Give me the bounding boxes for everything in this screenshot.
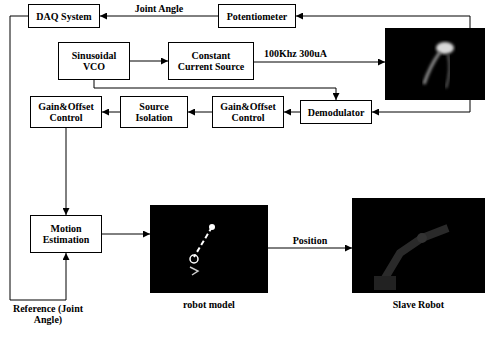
box-text: robot model — [183, 299, 235, 310]
connector-arrow — [102, 112, 120, 113]
box-text: Slave Robot — [393, 299, 444, 310]
sensor-photo — [385, 28, 485, 100]
connector-arrow — [284, 112, 300, 113]
edge-label-holder: Joint Angle — [133, 3, 186, 14]
edge-label-holder: Reference (Joint Angle) — [6, 303, 90, 325]
box-text: Sinusoidal VCO — [63, 50, 125, 72]
process-box: Constant Current Source — [168, 42, 254, 80]
connector-arrow — [102, 234, 150, 235]
box-text: Potentiometer — [227, 11, 288, 22]
box-text: Gain&Offset Control — [35, 101, 97, 123]
connector-arrow — [66, 128, 67, 215]
process-box: Motion Estimation — [30, 215, 102, 253]
box-text: Constant Current Source — [173, 50, 249, 72]
connector-arrow — [100, 16, 218, 17]
edge-label-holder: Position — [291, 235, 329, 246]
process-box: Sinusoidal VCO — [58, 42, 130, 80]
picture-node: Slave Robot — [352, 198, 485, 320]
connector-arrow — [268, 248, 352, 249]
edge-label: Joint Angle — [133, 3, 186, 14]
robot-picture — [150, 205, 268, 293]
box-text: DAQ System — [36, 11, 91, 22]
process-box: Gain&Offset Control — [212, 96, 284, 128]
process-box: Demodulator — [300, 100, 372, 124]
box-text: Motion Estimation — [35, 223, 97, 245]
process-box: Gain&Offset Control — [30, 96, 102, 128]
process-box: DAQ System — [28, 4, 100, 28]
signal-label: 100Khz 300uA — [262, 48, 329, 59]
process-box: Potentiometer — [218, 4, 296, 28]
connector-arrow — [130, 61, 168, 62]
box-text: Source Isolation — [125, 101, 183, 123]
connector-arrow — [188, 112, 212, 113]
signal-wire — [254, 62, 385, 63]
signal-wire — [372, 100, 470, 112]
signal-wire — [296, 16, 470, 28]
box-text: Gain&Offset Control — [217, 101, 279, 123]
robot-picture — [352, 198, 485, 293]
box-text: Demodulator — [308, 107, 365, 118]
signal-label-holder: 100Khz 300uA — [262, 48, 329, 59]
picture-node: robot model — [150, 205, 268, 320]
process-box: Source Isolation — [120, 96, 188, 128]
edge-label: Position — [291, 235, 329, 246]
edge-label: Reference (Joint Angle) — [6, 303, 90, 325]
